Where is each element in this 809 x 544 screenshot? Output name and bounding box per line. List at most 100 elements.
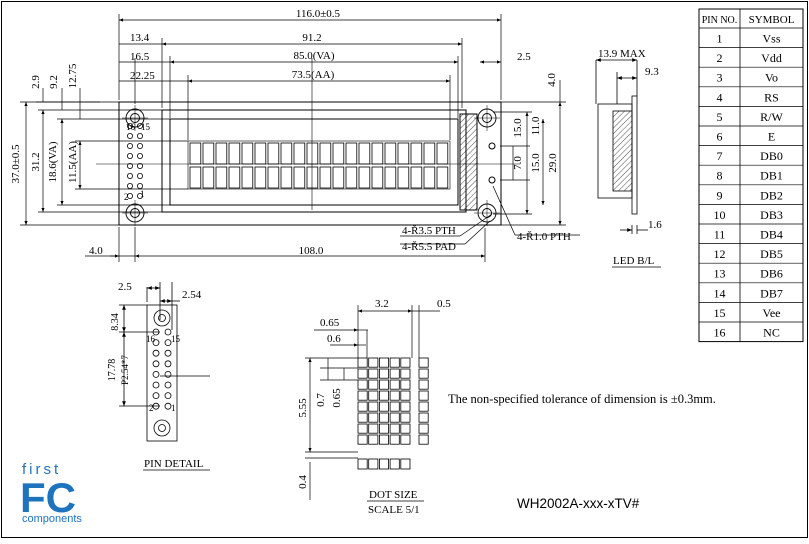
pin-number: 7 — [717, 149, 723, 163]
char-cell — [345, 166, 358, 189]
logo-fc: FC — [20, 474, 76, 521]
pin-number: 3 — [717, 71, 723, 85]
pin-symbol: Vo — [765, 71, 778, 85]
dim-108-0: 108.0 — [299, 245, 324, 257]
dot-next-char — [418, 357, 429, 368]
char-cell — [319, 142, 332, 165]
pin-symbol: DB4 — [760, 228, 783, 242]
pin-detail-2: 2 — [149, 403, 154, 413]
dim-29-0: 29.0 — [547, 153, 559, 173]
pin-symbol: Vss — [762, 32, 780, 46]
pin-dim-17-78: 17.78 — [107, 359, 118, 382]
char-cell — [293, 142, 306, 165]
dot — [378, 434, 389, 445]
char-cell — [267, 166, 280, 189]
connector-holes — [127, 123, 143, 199]
dim-2-9: 2.9 — [30, 75, 42, 89]
char-cell — [345, 142, 358, 165]
char-cell — [254, 166, 267, 189]
pin-number: 10 — [714, 208, 726, 222]
pin-detail-mount-hole — [158, 424, 166, 432]
char-cell — [241, 166, 254, 189]
dot-size-title: DOT SIZE — [369, 489, 418, 501]
pin-detail-hole — [152, 370, 160, 378]
dot — [378, 379, 389, 390]
pin-detail-16: 16 — [146, 334, 156, 344]
char-cell — [254, 142, 267, 165]
dot — [389, 412, 400, 423]
pin-number: 14 — [714, 286, 726, 300]
dim-12-75: 12.75 — [67, 63, 79, 88]
dot — [357, 401, 368, 412]
logo-components: components — [22, 513, 82, 525]
pin-detail-mount-pad — [153, 309, 171, 327]
cursor-dot — [400, 458, 411, 470]
pin-symbol: DB0 — [760, 149, 783, 163]
connector-hole — [127, 182, 134, 189]
dot — [389, 434, 400, 445]
dim-31-2: 31.2 — [30, 152, 42, 171]
pin-number: 13 — [714, 267, 726, 281]
char-cell — [436, 166, 449, 189]
pin-table-border — [698, 8, 804, 343]
pin-table-header-symbol: SYMBOL — [749, 14, 795, 26]
pin-detail-hole — [164, 349, 172, 357]
pin-symbol: DB3 — [760, 208, 783, 222]
dot — [400, 434, 411, 445]
right-dimensions — [493, 80, 566, 226]
pin-detail-hole — [164, 328, 172, 336]
pin-number: 12 — [714, 247, 726, 261]
connector-hole — [136, 162, 143, 169]
side-view — [595, 58, 648, 234]
dot — [357, 379, 368, 390]
char-cell — [358, 142, 371, 165]
dot — [389, 368, 400, 379]
note-pth-3-5: 4-Ř3.5 PTH — [402, 225, 456, 237]
cursor-dot — [378, 458, 389, 470]
pin-detail-hole — [164, 339, 172, 347]
dot-next-char — [418, 412, 429, 423]
dot-next-char — [418, 423, 429, 434]
pin-detail-1: 1 — [171, 403, 176, 413]
char-cell — [410, 142, 423, 165]
note-pad-5-5: 4-Ř5.5 PAD — [402, 241, 456, 253]
dim-overall-height: 37.0±0.5 — [10, 144, 22, 184]
connector-hole — [127, 132, 134, 139]
pin-number: 5 — [717, 110, 723, 124]
led-pin-top — [488, 142, 496, 150]
pin-symbol: Vdd — [761, 51, 782, 65]
char-cell — [423, 166, 436, 189]
cursor-dot — [357, 458, 368, 470]
dim-4-0-bottom: 4.0 — [89, 245, 103, 257]
pin-symbol: DB1 — [760, 169, 783, 183]
dim-2-5: 2.5 — [517, 51, 531, 63]
dot — [400, 390, 411, 401]
logo-first: first — [22, 461, 61, 478]
dim-73-5-aa: 73.5(AA) — [292, 69, 335, 81]
dim-overall-width: 116.0±0.5 — [296, 8, 341, 20]
dot — [389, 401, 400, 412]
dot — [368, 401, 379, 412]
char-cell — [371, 166, 384, 189]
pin-detail-hole — [164, 360, 172, 368]
pin-dim-8-34: 8.34 — [110, 313, 121, 331]
dot — [368, 357, 379, 368]
pin-dim-2-54: 2.54 — [182, 289, 202, 301]
pin-number: 11 — [714, 228, 726, 242]
char-cell — [241, 142, 254, 165]
dim-11-0: 11.0 — [530, 116, 542, 135]
pin-symbol: R/W — [760, 110, 783, 124]
char-cell — [228, 166, 241, 189]
pin-detail-title: PIN DETAIL — [144, 458, 204, 470]
dot-dim-0-5: 0.5 — [437, 298, 451, 310]
tolerance-note: The non-specified tolerance of dimension… — [448, 392, 716, 406]
dot — [357, 423, 368, 434]
dot-next-char — [418, 390, 429, 401]
fc-components-logo: first FC components — [20, 461, 82, 525]
connector-hole — [136, 123, 143, 130]
connector-hole — [127, 192, 134, 199]
dot-matrix — [357, 357, 429, 470]
char-cell — [423, 142, 436, 165]
pin-number: 9 — [717, 188, 723, 202]
